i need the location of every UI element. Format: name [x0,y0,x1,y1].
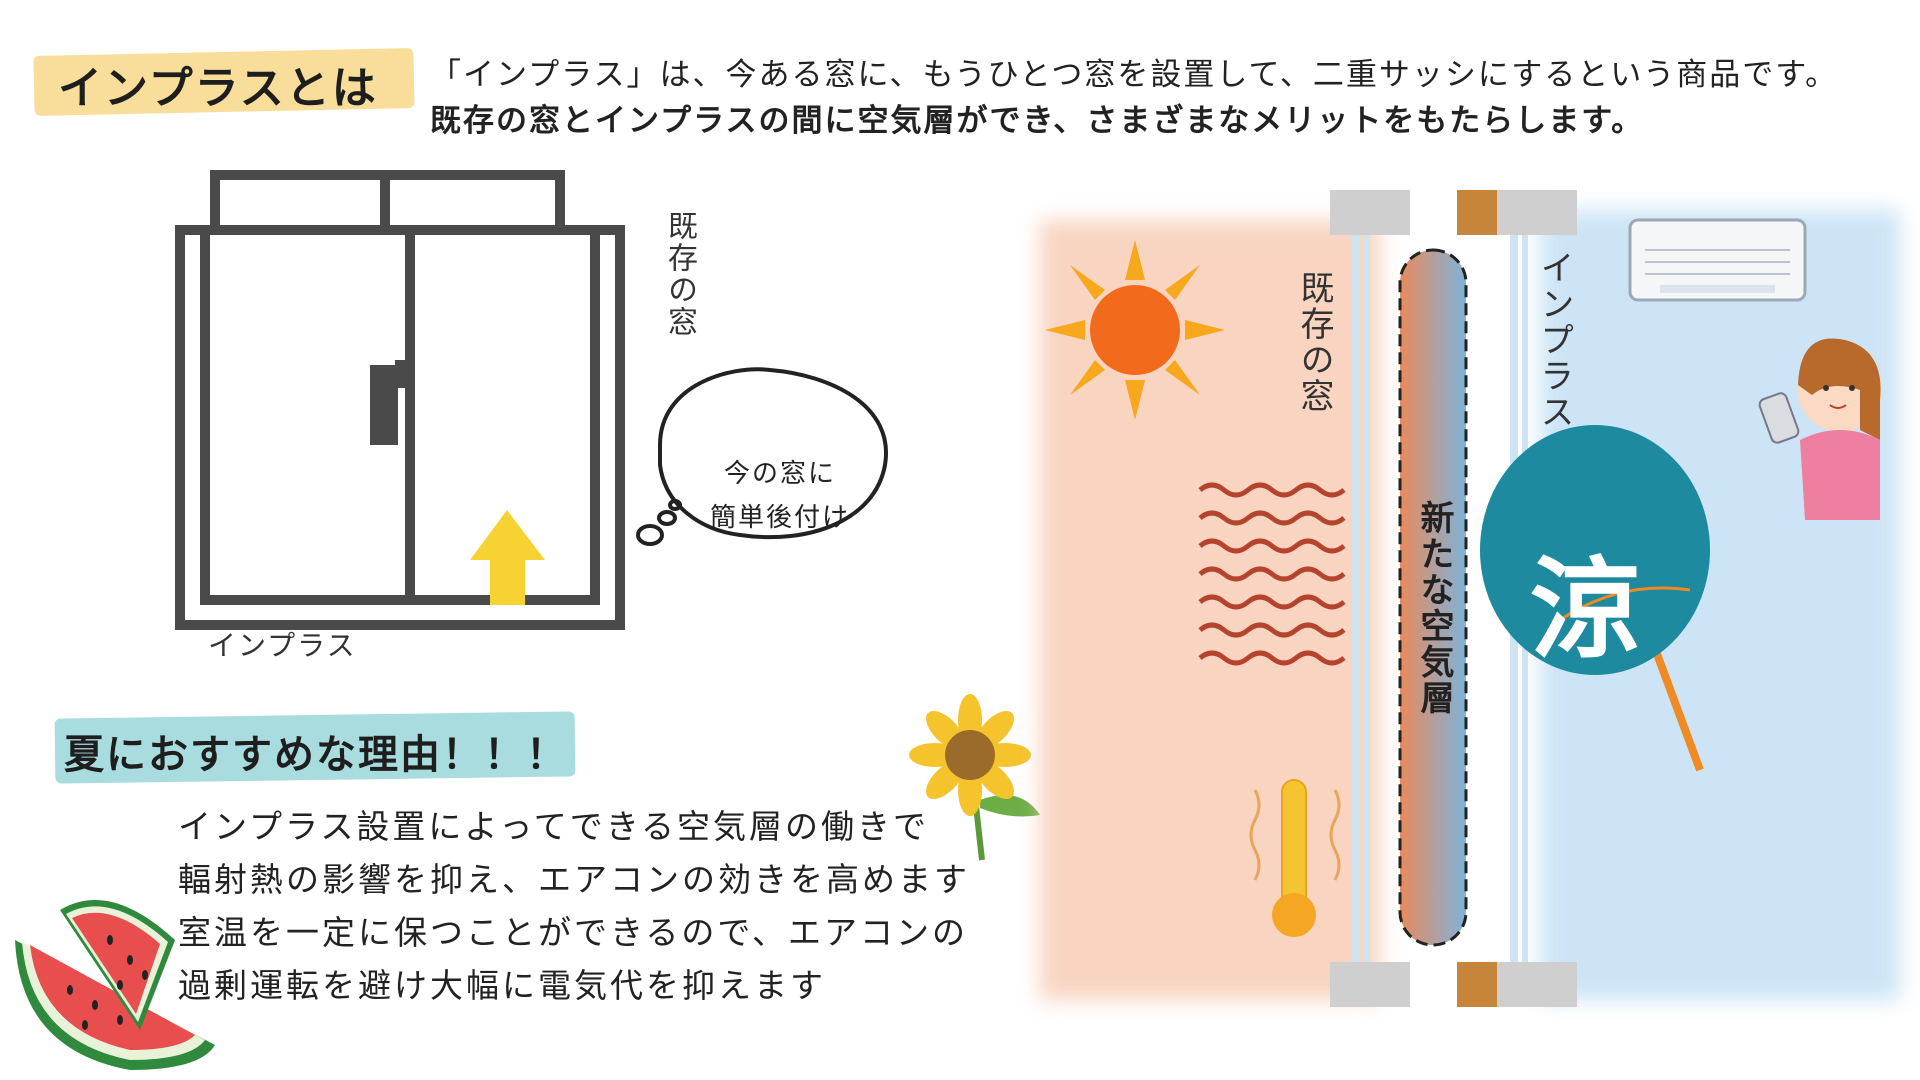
bubble-line-1: 今の窓に [723,459,836,489]
summer-heading: 夏におすすめな理由！！！ [64,732,568,778]
intro-line-2: 既存の窓とインプラスの間に空気層ができ、さまざまなメリットをもたらします。 [430,103,1645,139]
implus-window-frame [175,225,625,630]
window-frames [1330,190,1577,1007]
air-layer-label: 新たな空気層 [1414,500,1454,716]
implus-label: インプラス [208,629,357,662]
reason-line-4: 過剰運転を避け大幅に電気代を抑えます [178,966,826,1005]
uchiwa-fan-icon [1480,425,1710,772]
air-layer [1398,248,1468,947]
window-lock [395,360,410,388]
window-handle [370,365,398,445]
heat-wave-icon [1198,482,1346,666]
reason-line-1: インプラス設置によってできる空気層の働きで [178,807,930,846]
woman-with-remote-icon [1758,338,1882,520]
cross-existing-label: 既存の窓 [1294,270,1334,414]
cross-section-diagram [1040,190,1900,1007]
sun-icon [1045,240,1225,420]
reason-line-3: 室温を一定に保つことができるので、エアコンの [178,913,969,952]
air-conditioner-icon [1628,218,1807,302]
fan-character: 涼 [1530,545,1640,674]
intro-line-1: 「インプラス」は、今ある窓に、もうひとつ窓を設置して、二重サッシにするという商品… [430,57,1839,93]
up-arrow-icon [470,510,545,605]
window-diagram [175,170,889,630]
bubble-line-2: 簡単後付け [709,503,850,533]
thermometer-icon [1249,779,1341,937]
reason-line-2: 輻射熱の影響を抑え、エアコンの効きを高めます [178,860,970,899]
existing-window-label: 既存の窓 [662,210,697,338]
watermelon-icon [15,900,215,1070]
intro-heading: インプラスとは [58,63,378,114]
sunflower-icon [909,694,1040,861]
cross-implus-label: インプラス [1534,250,1574,430]
speech-bubble [636,367,889,546]
